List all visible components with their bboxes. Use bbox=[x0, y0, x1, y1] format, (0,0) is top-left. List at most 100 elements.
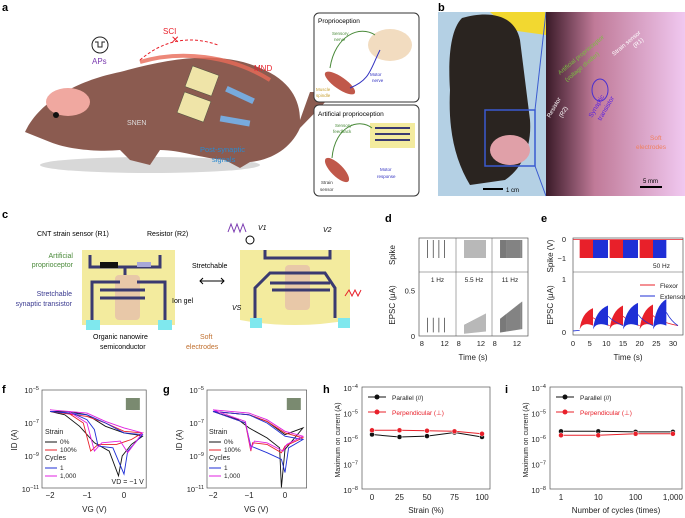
transistor-traces bbox=[90, 280, 167, 322]
g-legend-label: 1 bbox=[224, 465, 228, 472]
inset-artificial-proprioception: Artificial proprioception Sensory feedba… bbox=[313, 104, 420, 197]
mouse-eye bbox=[53, 112, 59, 118]
i-data-point bbox=[595, 432, 602, 439]
muscle-spindle-label-2: spindle bbox=[316, 93, 331, 98]
g-xtick-label: −1 bbox=[244, 491, 254, 500]
photo-yellow bbox=[490, 12, 546, 35]
vs-label: VS bbox=[232, 305, 242, 312]
e-ytick-label: 1 bbox=[562, 275, 566, 284]
d-xtick-label: 12 bbox=[513, 339, 521, 348]
stretchable-transistor-label-1: Stretchable bbox=[37, 291, 73, 298]
e-xlabel: Time (s) bbox=[613, 353, 642, 362]
f-legend-label: 1 bbox=[60, 465, 64, 472]
stretched-electrode-right bbox=[338, 318, 350, 328]
synaptic-outline bbox=[591, 78, 609, 102]
sensory-nerve-path bbox=[329, 30, 376, 69]
resistor-r: (R2) bbox=[559, 106, 570, 119]
soft-electrode-right bbox=[158, 320, 172, 330]
i-ytick-label: 10−4 bbox=[531, 384, 546, 393]
strain-sensor-label-2: sensor bbox=[320, 187, 334, 192]
h-xlabel: Strain (%) bbox=[408, 506, 444, 515]
pulse-glyph bbox=[95, 41, 105, 48]
i-ytick-label: 10−5 bbox=[531, 410, 546, 419]
ap-pulse-icon bbox=[91, 36, 109, 54]
inset1-title: Proprioception bbox=[318, 18, 360, 25]
i-legend-marker bbox=[562, 394, 568, 400]
g-ytick-label: 10−7 bbox=[189, 419, 204, 428]
f-curve bbox=[49, 409, 144, 454]
i-legend-label: Parallel (//) bbox=[580, 395, 611, 402]
zoom-line-top bbox=[534, 11, 547, 111]
h-legend-label: Perpendicular (⊥) bbox=[392, 410, 444, 417]
v1-label: V1 bbox=[258, 225, 267, 232]
g-legend-cycles: Cycles bbox=[209, 455, 231, 462]
stretchable-transistor-label-2: synaptic transistor bbox=[16, 301, 73, 308]
motor-nerve-path bbox=[349, 49, 381, 89]
panel-letter-d: d bbox=[385, 213, 392, 225]
panel-b-photos: 1 cm 5 mm Artificial proprioceptor (volt… bbox=[438, 11, 685, 197]
d-xtick-label: 8 bbox=[493, 339, 497, 348]
proprioceptor-traces bbox=[88, 255, 162, 275]
snen-device-2 bbox=[176, 91, 212, 123]
i-series-line bbox=[561, 430, 673, 433]
post-synaptic-label-1: Post-synaptic bbox=[200, 145, 245, 154]
g-legend-strain: Strain bbox=[209, 429, 227, 436]
h-data-point bbox=[451, 428, 458, 435]
soft-label-1: Soft bbox=[650, 135, 662, 142]
f-ytick-label: 10−7 bbox=[24, 419, 39, 428]
inset2-title: Artificial proprioception bbox=[318, 111, 384, 118]
d-frame bbox=[418, 237, 529, 337]
f-legend-label: 0% bbox=[60, 439, 70, 446]
photo-leg-exposed bbox=[490, 135, 530, 165]
stretched-electrode-left bbox=[250, 318, 262, 328]
h-xtick-label: 0 bbox=[370, 493, 375, 502]
strain-sensor-label-1: Strain bbox=[321, 180, 333, 185]
sci-label: SCI bbox=[163, 27, 176, 36]
panel-letter-i: i bbox=[505, 384, 508, 396]
strain-sensor-shape bbox=[324, 157, 350, 183]
sci-arrow bbox=[139, 39, 219, 61]
d-xtick-label: 8 bbox=[457, 339, 461, 348]
g-xtick-label: −2 bbox=[208, 491, 218, 500]
e-frame bbox=[572, 237, 684, 336]
scale-label-left: 1 cm bbox=[506, 188, 519, 194]
e-legend-label: Extensor bbox=[660, 294, 685, 301]
i-xtick-label: 1 bbox=[559, 493, 564, 502]
i-ytick-label: 10−8 bbox=[531, 486, 546, 495]
e-xtick-label: 0 bbox=[571, 339, 575, 348]
e-spike-block bbox=[653, 240, 667, 258]
i-frame bbox=[549, 386, 683, 490]
cnt-sensor-block bbox=[100, 262, 118, 268]
stretchable-label: Stretchable bbox=[192, 263, 228, 270]
soft-label-2: electrodes bbox=[636, 144, 667, 151]
muscle-spindle-label-1: Muscle bbox=[316, 87, 331, 92]
photo-closeup bbox=[546, 12, 685, 196]
h-data-point bbox=[424, 433, 430, 439]
snen-label: SNEN bbox=[127, 120, 146, 127]
d-ylabel: EPSC (μA) bbox=[388, 285, 397, 325]
mouse-illustration: ✕ APs SCI MND SNEN Post-synaptic signals bbox=[25, 27, 335, 173]
d-xtick-label: 12 bbox=[477, 339, 485, 348]
v2-label: V2 bbox=[323, 227, 332, 234]
d-epsc-train bbox=[427, 317, 445, 333]
g-ytick-label: 10−9 bbox=[189, 452, 204, 461]
ion-gel-label: Ion gel bbox=[172, 298, 193, 305]
panel-letter-g: g bbox=[163, 384, 170, 396]
f-legend-strain: Strain bbox=[45, 429, 63, 436]
h-frame bbox=[361, 386, 491, 490]
motor-response-label-1: Motor bbox=[380, 167, 392, 172]
e-spike-block bbox=[609, 240, 623, 258]
e-epsc-burst bbox=[639, 304, 653, 330]
h-data-point bbox=[479, 431, 485, 437]
e-epsc-burst bbox=[593, 305, 608, 330]
muscle-electrode-1 bbox=[225, 85, 255, 105]
e-decay-line bbox=[607, 315, 624, 327]
e-spike-block bbox=[593, 240, 608, 258]
i-series-line bbox=[561, 433, 673, 436]
f-ylabel: ID (A) bbox=[10, 429, 19, 450]
scale-label-right: 5 mm bbox=[643, 179, 658, 185]
e-decay-line bbox=[637, 314, 654, 327]
i-data-point bbox=[670, 431, 676, 437]
i-xlabel: Number of cycles (times) bbox=[572, 506, 661, 515]
